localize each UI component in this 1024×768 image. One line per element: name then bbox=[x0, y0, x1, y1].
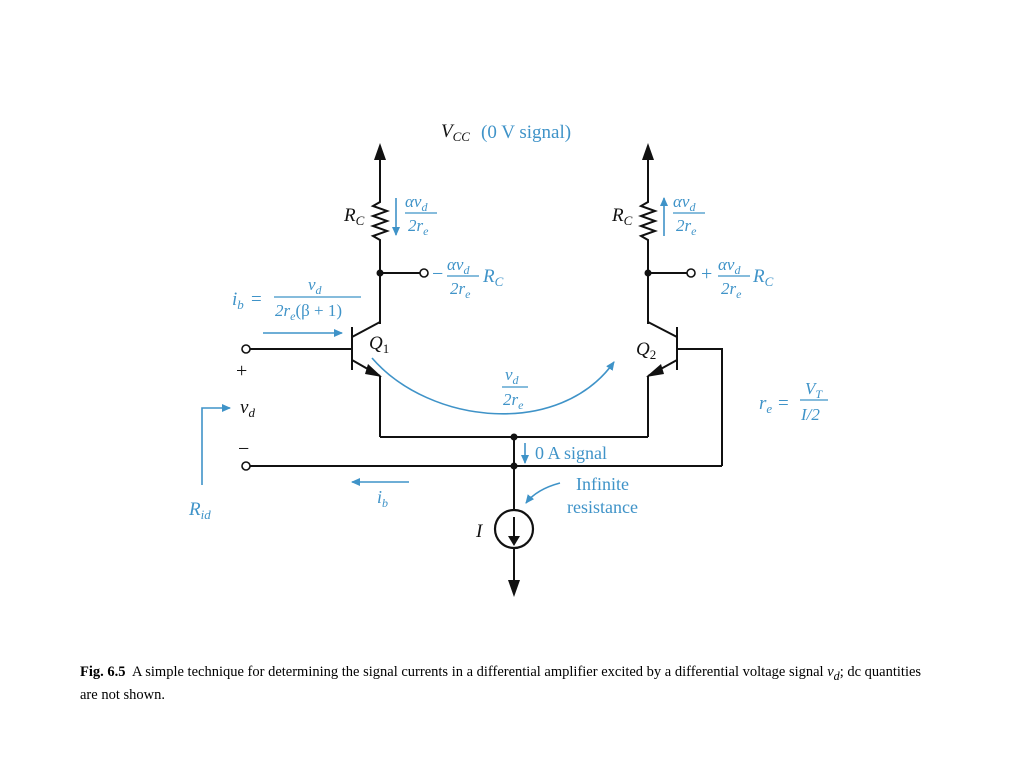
left-output-num: αvd bbox=[447, 255, 470, 277]
re-formula-num: VT bbox=[805, 379, 823, 401]
left-collector-resistor bbox=[370, 198, 390, 243]
right-collector-resistor bbox=[638, 198, 658, 243]
signal-arrows bbox=[201, 197, 668, 504]
re-formula-lhs: re bbox=[759, 393, 772, 416]
current-source-arrow-icon bbox=[508, 536, 520, 546]
caption-var: v bbox=[827, 664, 834, 680]
emitter-current-num: vd bbox=[505, 365, 520, 387]
right-rc-current-num: αvd bbox=[673, 192, 696, 214]
right-output-rc: RC bbox=[752, 266, 774, 289]
black-labels: VCC RC RC Q1 Q2 + − vd I bbox=[236, 121, 656, 542]
ib-formula-eq: = bbox=[251, 289, 262, 310]
left-output-terminal bbox=[419, 268, 429, 278]
re-formula-eq: = bbox=[778, 393, 789, 414]
resistance-label: resistance bbox=[567, 497, 638, 517]
q1-emitter-arrow-icon bbox=[365, 364, 382, 377]
re-formula-den: I/2 bbox=[800, 405, 820, 424]
left-rc-current-den: 2re bbox=[408, 216, 429, 238]
figure-caption: Fig. 6.5 A simple technique for determin… bbox=[80, 663, 940, 705]
q1-label: Q1 bbox=[369, 333, 389, 356]
right-rc-current-label: αvd 2re bbox=[673, 192, 705, 238]
ib-formula: ib = vd 2re(β + 1) bbox=[232, 275, 361, 323]
right-output-voltage-label: + αvd 2re RC bbox=[701, 255, 774, 301]
left-rc-current-label: αvd 2re bbox=[405, 192, 437, 238]
rid-arrow bbox=[201, 404, 231, 485]
minus-sign: − bbox=[238, 438, 249, 460]
left-output-rc: RC bbox=[482, 266, 504, 289]
q1-collector-lead bbox=[351, 321, 381, 338]
q2-collector-lead bbox=[647, 321, 678, 338]
circuit-wiring bbox=[241, 143, 723, 597]
blue-labels: (0 V signal) αvd 2re αvd 2re − αvd 2re R… bbox=[188, 122, 828, 522]
caption-text: A simple technique for determining the s… bbox=[131, 664, 828, 680]
left-output-voltage-label: − αvd 2re RC bbox=[432, 255, 504, 301]
rc-left-label: RC bbox=[343, 205, 365, 228]
ib-formula-num: vd bbox=[308, 275, 323, 297]
right-output-num: αvd bbox=[718, 255, 741, 277]
caption-var-sub: d bbox=[833, 668, 840, 683]
sink-arrow-icon bbox=[508, 580, 520, 597]
zero-signal-label: 0 A signal bbox=[535, 443, 607, 463]
ib-formula-den: 2re(β + 1) bbox=[275, 301, 342, 323]
plus-sign: + bbox=[236, 360, 247, 382]
infinite-label: Infinite bbox=[576, 474, 629, 494]
caption-tail: ; dc quantities are not shown. bbox=[80, 664, 922, 703]
plus-input-terminal bbox=[241, 344, 251, 354]
rid-label: Rid bbox=[188, 499, 211, 522]
right-output-den: 2re bbox=[721, 279, 742, 301]
return-node bbox=[510, 462, 518, 470]
emitter-current-den: 2re bbox=[503, 390, 524, 412]
caption-fig-label: Fig. 6.5 bbox=[80, 664, 126, 680]
left-vcc-arrow-icon bbox=[374, 143, 386, 160]
minus-input-terminal bbox=[241, 461, 251, 471]
left-output-sign: − bbox=[432, 263, 443, 285]
re-formula: re = VT I/2 bbox=[759, 379, 828, 424]
vd-label: vd bbox=[240, 397, 255, 420]
vcc-label: VCC bbox=[441, 121, 470, 144]
q2-label: Q2 bbox=[636, 339, 656, 362]
right-output-sign: + bbox=[701, 263, 712, 285]
emitter-current-arc bbox=[371, 357, 615, 415]
left-rc-current-num: αvd bbox=[405, 192, 428, 214]
q2-base-wire bbox=[677, 348, 723, 466]
rc-right-label: RC bbox=[611, 205, 633, 228]
infinite-resistance-arrow bbox=[525, 482, 561, 504]
right-vcc-arrow-icon bbox=[642, 143, 654, 160]
ib-formula-lhs: ib bbox=[232, 289, 244, 312]
right-output-terminal bbox=[686, 268, 696, 278]
current-source-label: I bbox=[475, 521, 484, 542]
ib-return-label: ib bbox=[377, 487, 388, 510]
vcc-note: (0 V signal) bbox=[481, 122, 571, 143]
emitter-current-label: vd 2re bbox=[502, 365, 528, 412]
q2-emitter-arrow-icon bbox=[646, 364, 664, 377]
right-rc-current-den: 2re bbox=[676, 216, 697, 238]
left-output-den: 2re bbox=[450, 279, 471, 301]
